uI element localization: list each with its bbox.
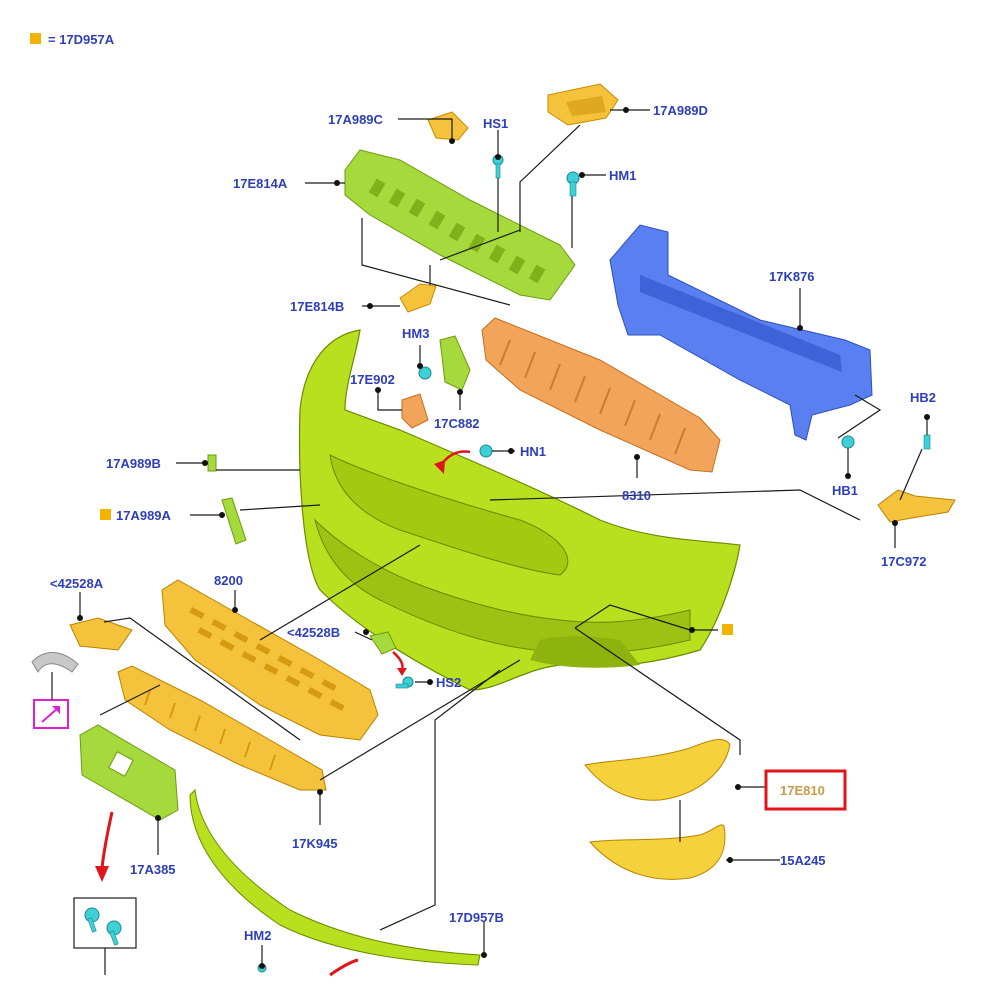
- label-17A989C[interactable]: 17A989C: [328, 112, 384, 127]
- part-17K945: [117, 665, 327, 791]
- label-42528B[interactable]: <42528B: [287, 625, 340, 640]
- legend: = 17D957A: [30, 32, 115, 47]
- clip-HN1: [479, 444, 493, 458]
- label-17E902[interactable]: 17E902: [350, 372, 395, 387]
- part-8310: [481, 317, 721, 473]
- red-arrow-icon: [434, 450, 471, 474]
- label-42528A[interactable]: <42528A: [50, 576, 104, 591]
- leader-lines: [79, 109, 928, 964]
- label-17A385[interactable]: 17A385: [130, 862, 176, 877]
- part-17A989D: [547, 83, 619, 126]
- clip-HM3: [418, 366, 432, 380]
- red-arrow-icon: [329, 958, 359, 977]
- label-HB2[interactable]: HB2: [910, 390, 936, 405]
- label-17A989D[interactable]: 17A989D: [653, 103, 708, 118]
- label-8200[interactable]: 8200: [214, 573, 243, 588]
- clip-HM1: [566, 171, 580, 197]
- legend-marker: [100, 509, 111, 520]
- label-HN1[interactable]: HN1: [520, 444, 546, 459]
- clip-HS2: [395, 676, 414, 689]
- label-17D957B[interactable]: 17D957B: [449, 910, 504, 925]
- label-8310[interactable]: 8310: [622, 488, 651, 503]
- part-17A989B: [207, 454, 217, 472]
- arrow-link-icon[interactable]: [33, 672, 69, 729]
- label-HM1[interactable]: HM1: [609, 168, 636, 183]
- legend-swatch: [30, 33, 41, 44]
- label-17E810[interactable]: 17E810: [780, 783, 825, 798]
- legend-marker: [722, 624, 733, 635]
- label-HS2[interactable]: HS2: [436, 675, 461, 690]
- red-arrow-icon: [392, 651, 407, 676]
- red-arrow-icon: [95, 811, 114, 882]
- part-bumper-cover: [298, 329, 741, 691]
- legend-text: = 17D957A: [48, 32, 115, 47]
- part-17E810: [584, 738, 731, 801]
- part-42528A: [69, 617, 133, 651]
- label-17C972[interactable]: 17C972: [881, 554, 927, 569]
- part-17D957B: [189, 788, 481, 966]
- part-17C972: [877, 489, 956, 523]
- label-17A989A[interactable]: 17A989A: [116, 508, 172, 523]
- label-HM3[interactable]: HM3: [402, 326, 429, 341]
- part-8200: [161, 579, 379, 741]
- label-17E814A[interactable]: 17E814A: [233, 176, 288, 191]
- emblem: [31, 652, 79, 673]
- clip-HB1: [841, 435, 855, 449]
- label-17K945[interactable]: 17K945: [292, 836, 338, 851]
- part-labels: 17A989C HS1 17A989D 17E814A HM1 17K876 1…: [50, 103, 936, 943]
- label-17C882[interactable]: 17C882: [434, 416, 480, 431]
- part-42528B: [369, 631, 397, 655]
- screws-box: [73, 897, 137, 975]
- label-HM2[interactable]: HM2: [244, 928, 271, 943]
- part-17A385: [79, 724, 179, 821]
- clip-HB2: [923, 434, 931, 450]
- part-17A989C: [427, 111, 469, 141]
- part-17A989A: [221, 497, 247, 545]
- part-17E902: [401, 393, 429, 429]
- leader-dots: [77, 107, 930, 969]
- label-HB1[interactable]: HB1: [832, 483, 858, 498]
- part-17E814A: [344, 149, 576, 301]
- label-17A989B[interactable]: 17A989B: [106, 456, 161, 471]
- label-HS1[interactable]: HS1: [483, 116, 508, 131]
- label-17K876[interactable]: 17K876: [769, 269, 815, 284]
- part-17E814B: [399, 283, 437, 313]
- part-17C882: [439, 335, 471, 391]
- label-17E814B[interactable]: 17E814B: [290, 299, 344, 314]
- part-17K876: [609, 224, 873, 441]
- label-15A245[interactable]: 15A245: [780, 853, 826, 868]
- highlight-17E810[interactable]: 17E810: [764, 769, 847, 811]
- part-15A245: [588, 824, 726, 880]
